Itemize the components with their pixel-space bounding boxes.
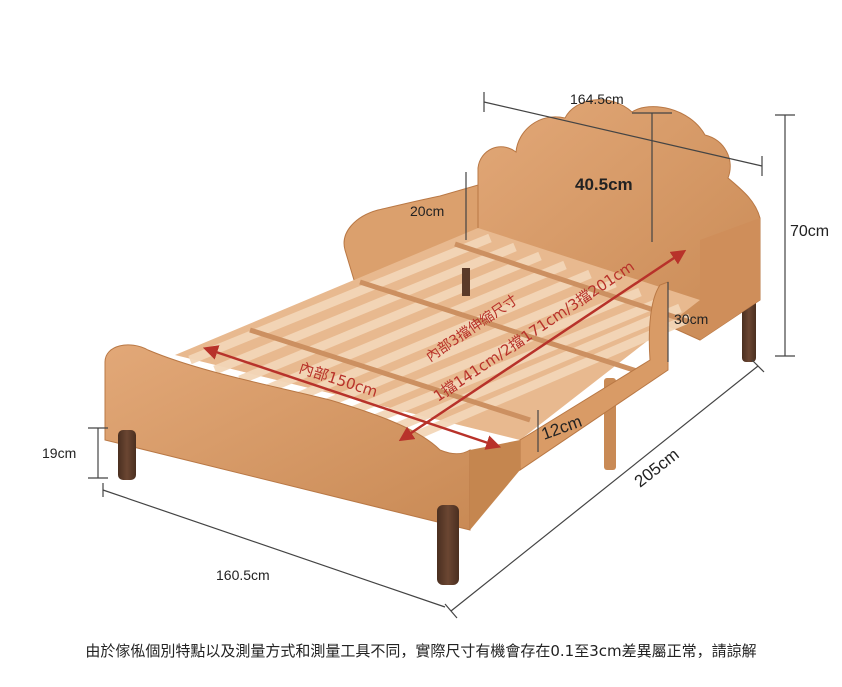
headboard-side-panel (700, 218, 760, 340)
footboard-end (470, 440, 520, 530)
disclaimer-caption: 由於傢俬個別特點以及測量方式和測量工具不同，實際尺寸有機會存在0.1至3cm差異… (85, 642, 757, 660)
dim-total-width: 160.5cm (216, 567, 270, 583)
dim-leg-height: 19cm (42, 445, 76, 461)
center-support (462, 268, 470, 296)
front-left-leg (118, 430, 136, 480)
dim-total-height: 70cm (790, 223, 829, 240)
dim-headboard-side: 20cm (410, 203, 444, 219)
dim-total-length: 205cm (631, 445, 683, 491)
front-right-leg (437, 505, 459, 585)
dim-headboard-arch: 40.5cm (575, 175, 633, 194)
red-arrows (202, 249, 687, 450)
headboard (477, 99, 761, 341)
dim-headboard-width: 164.5cm (570, 91, 624, 107)
dim-side-rail: 30cm (674, 311, 708, 327)
